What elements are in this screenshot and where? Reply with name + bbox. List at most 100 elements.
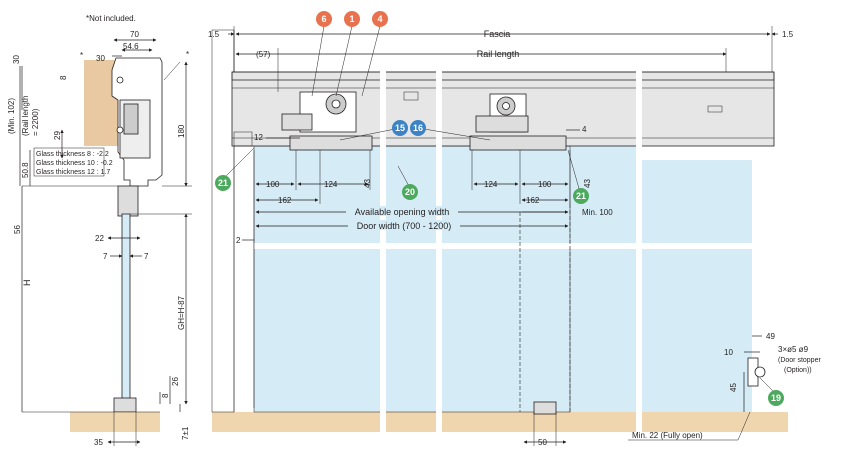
svg-text:19: 19 [771,393,781,403]
side-screw [116,76,124,84]
callout-20: 20 [402,184,418,200]
dim-124-right: 124 [484,180,498,189]
svg-text:20: 20 [405,187,415,197]
dim-35: 35 [94,438,103,447]
side-floor [70,412,160,432]
dim-12: 12 [254,133,263,142]
dim-min-22: Min. 22 (Fully open) [632,431,703,440]
svg-text:16: 16 [413,123,423,133]
svg-text:1: 1 [349,14,354,24]
dim-26: 26 [171,377,180,386]
dim-49: 49 [766,332,775,341]
dim-10: 10 [724,348,733,357]
dim-7-right: 7 [144,252,149,261]
dim-30-top: 30 [96,54,105,63]
hole-spec: 3×ø5 ø9 [778,345,809,354]
dim-8-bottom: 8 [161,393,170,398]
rail-top-strip [231,71,775,81]
left-clamp [289,135,373,151]
dim-22: 22 [95,234,104,243]
dim-50-8: 50.8 [21,162,30,178]
right-clamp [469,135,567,151]
dim-100-right: 100 [538,180,552,189]
glass-thickness-table [33,147,105,177]
right-hanger-wheel-hub [502,102,510,110]
dim-min-102: (Min. 102) [7,98,16,134]
callout-6: 6 [316,11,332,27]
callout-4: 4 [372,11,388,27]
dim-min-100: Min. 100 [582,208,613,217]
dim-fascia: Fascia [484,29,511,39]
side-view: *Not included. 70 30 54.6 * * 30 8 (Min.… [7,14,192,447]
side-screw [116,126,124,134]
dim-56: 56 [13,225,22,234]
callout-1: 1 [344,11,360,27]
dim-50: 50 [538,438,547,447]
callout-21-right: 21 [573,188,589,204]
side-glass-panel [121,213,131,405]
dim-H: H [22,280,32,287]
break-gap-horizontal [254,243,774,249]
svg-text:21: 21 [218,178,228,188]
side-glass-clamp [117,185,139,217]
callout-15: 15 [392,120,408,136]
dim-7pm1: 7±1 [181,426,190,440]
dim-4: 4 [582,125,587,134]
end-stop [233,131,253,147]
glass-thickness-10: Glass thickness 10 : -0.2 [36,160,113,167]
front-wall-left [211,29,235,413]
option-label: (Option)) [784,367,812,374]
callout-16: 16 [410,120,426,136]
break-gap [436,60,442,440]
dim-7-left: 7 [103,252,108,261]
dim-100-left: 100 [266,180,280,189]
break-gap [636,60,642,440]
dim-available-opening: Available opening width [355,207,449,217]
callout-19: 19 [768,390,784,406]
callout-21-left: 21 [215,175,231,191]
break-gap [380,60,386,440]
fixed-glass-panel [642,160,752,412]
dim-124-left: 124 [324,180,338,189]
dim-rail-length: Rail length [477,49,520,59]
dim-45: 45 [729,383,738,392]
dim-GH: GH=H-87 [177,295,186,330]
dim-rail-length-b: = 2200) [31,108,40,136]
asterisk-a: * [80,51,83,60]
dim-162-right: 162 [526,196,540,205]
floor-guide [533,401,557,415]
front-floor [212,412,788,432]
dim-door-width: Door width (700 - 1200) [357,221,452,231]
dim-43-left: 43 [363,179,372,188]
left-hanger-wheel-hub [331,99,341,109]
front-view: 1.5 1.5 Fascia (57) Rail length 12 4 100… [208,11,821,447]
dim-70: 70 [130,30,139,39]
dim-1-5-left: 1.5 [208,30,220,39]
door-stopper-label: (Door stopper [778,357,821,364]
svg-text:21: 21 [576,191,586,201]
right-brake-unit [475,115,529,133]
dim-57: (57) [256,50,271,59]
dim-1-5-right: 1.5 [782,30,794,39]
dim-54-6: 54.6 [123,42,139,51]
side-bottom-guide [113,397,137,413]
dim-180: 180 [177,124,186,138]
dim-30-left: 30 [12,55,21,64]
dim-8-left: 8 [59,75,68,80]
sliding-glass-panel [254,146,638,412]
side-roller [123,103,139,135]
svg-text:15: 15 [395,123,405,133]
note-not-included: *Not included. [86,14,136,23]
asterisk-b: * [186,50,189,59]
dim-29: 29 [53,131,62,140]
glass-thickness-8: Glass thickness 8 : -2.2 [36,151,109,158]
dim-rail-length-a: (Rail length [21,96,30,136]
dim-162-left: 162 [278,196,292,205]
left-brake-unit [281,113,313,131]
glass-thickness-12: Glass thickness 12 : 1.7 [36,169,110,176]
dim-43-right: 43 [583,179,592,188]
svg-text:4: 4 [377,14,382,24]
dim-2: 2 [236,236,241,245]
svg-text:6: 6 [321,14,326,24]
